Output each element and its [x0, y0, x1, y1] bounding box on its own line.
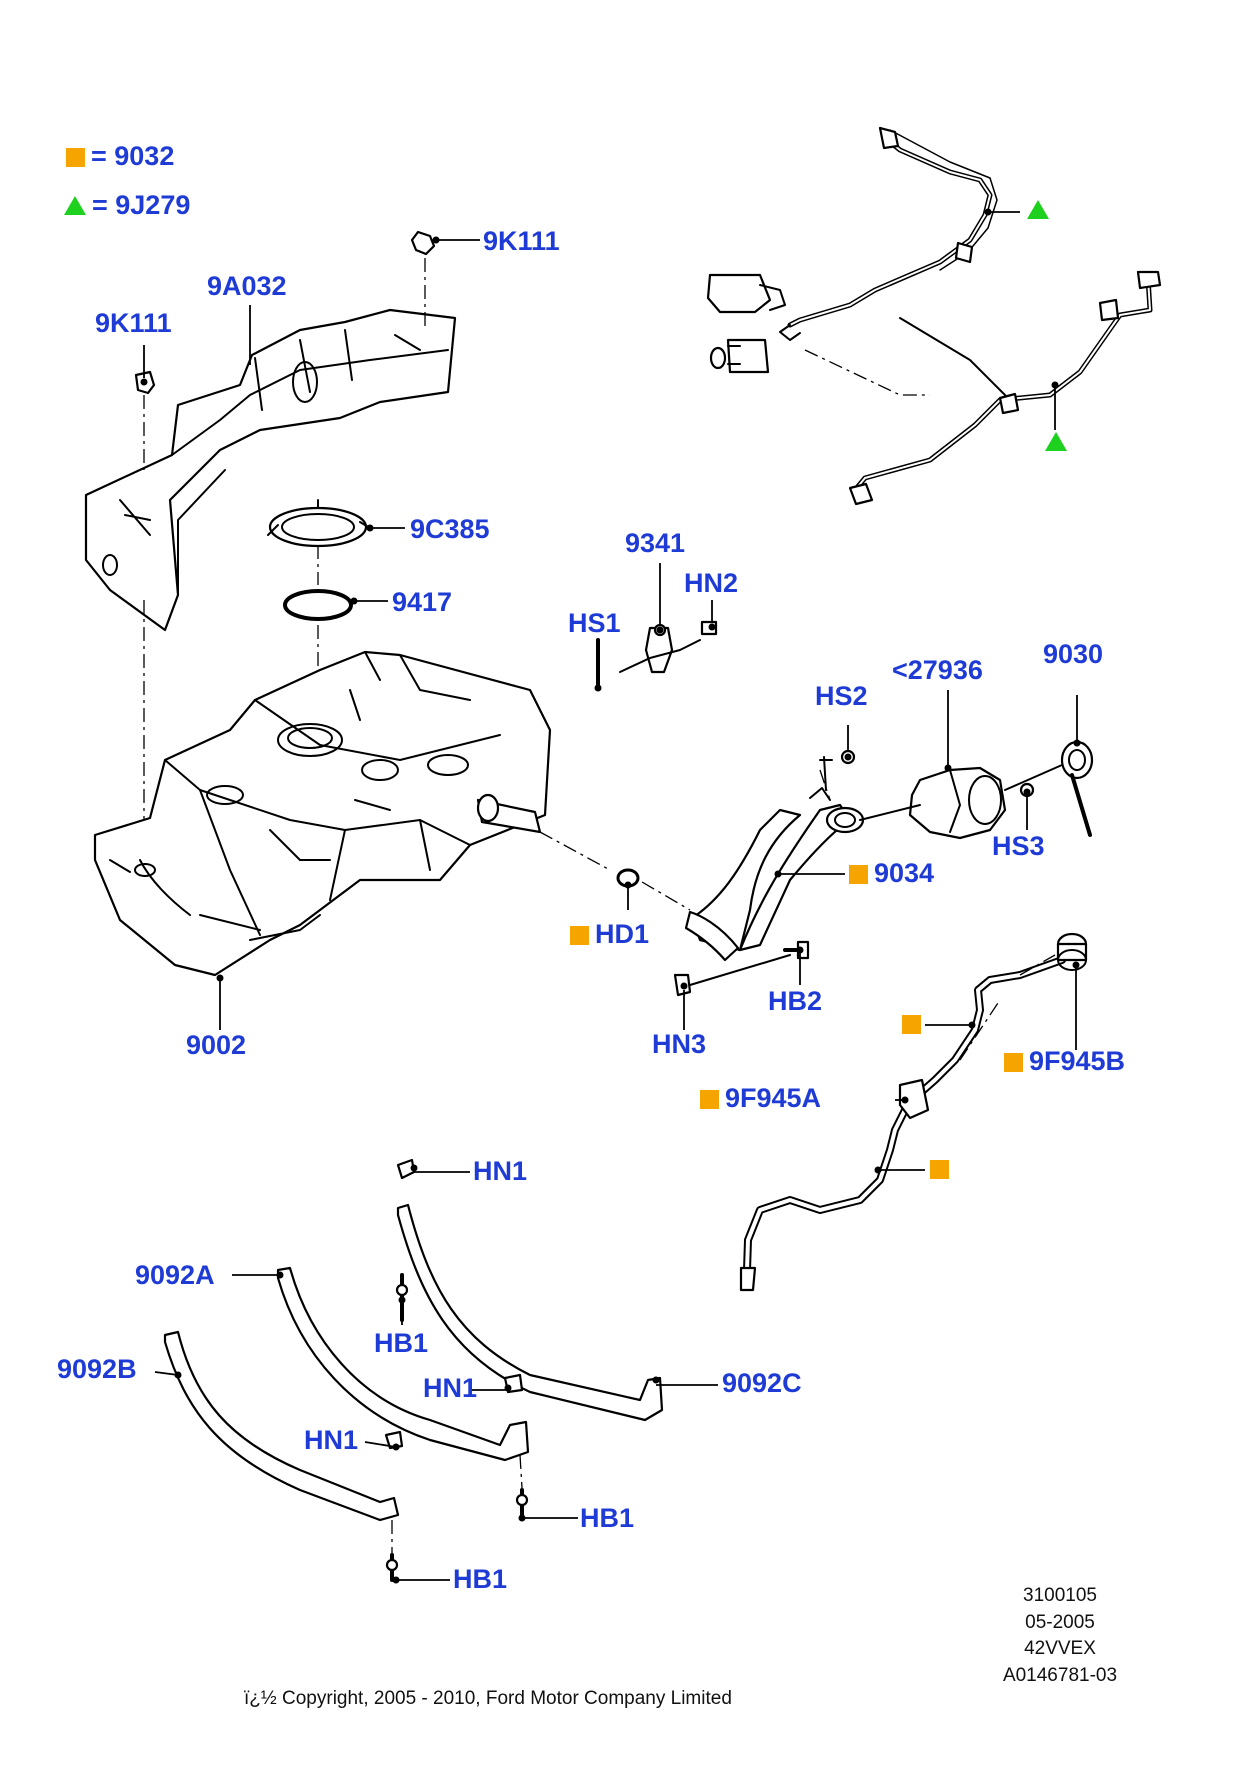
hose-clamp-hd1: [616, 868, 640, 889]
vapor-filter: [706, 273, 786, 374]
reference-codes: 3100105 05-2005 42VVEX A0146781-03: [990, 1583, 1130, 1689]
fuel-cap-9030: [1060, 739, 1094, 837]
label-9092b: 9092B: [57, 1354, 137, 1384]
label-hs2: HS2: [815, 681, 868, 711]
label-9002: 9002: [186, 1030, 247, 1060]
label-hn2: HN2: [684, 568, 739, 598]
nut-hn3: [673, 973, 692, 997]
filler-housing-27936: [908, 764, 1007, 840]
copyright-notice: ï¿½ Copyright, 2005 - 2010, Ford Motor C…: [244, 1688, 732, 1709]
label-hs1: HS1: [568, 608, 621, 638]
label-9417: 9417: [392, 587, 453, 617]
vapor-lines-9j279: [779, 126, 1162, 506]
label-hb1-a: HB1: [374, 1328, 429, 1358]
ref-line-2: 05-2005: [1025, 1611, 1095, 1633]
label-hs3: HS3: [992, 831, 1045, 861]
filler-pipe-9034: [684, 756, 865, 962]
label-hn1-b: HN1: [423, 1373, 478, 1403]
triangle-marker-1: [1027, 200, 1049, 219]
leader-lines: [143, 211, 1078, 1581]
triangle-marker-2: [1045, 432, 1067, 451]
square-marker-icon: [66, 148, 85, 167]
label-27936: <27936: [892, 655, 983, 685]
label-9092a: 9092A: [135, 1260, 215, 1290]
ref-line-1: 3100105: [1023, 1585, 1097, 1606]
label-9034: 9034: [849, 860, 934, 887]
square-marker-icon: [1004, 1053, 1023, 1072]
strap-9092b: [163, 1330, 404, 1584]
label-hn1-c: HN1: [304, 1425, 359, 1455]
square-marker-2: [930, 1160, 949, 1179]
ref-line-4: A0146781-03: [1002, 1664, 1118, 1686]
label-9341: 9341: [625, 528, 686, 558]
ref-line-3: 42VVEX: [1024, 1638, 1096, 1660]
label-9c385: 9C385: [410, 514, 490, 544]
legend-item-triangle: = 9J279: [64, 192, 190, 219]
label-9f945a: 9F945A: [700, 1085, 821, 1112]
clip-9k111-left: [134, 370, 156, 395]
label-hb1-b: HB1: [580, 1503, 635, 1533]
legend-item-square: = 9032: [66, 143, 174, 170]
square-marker-icon: [849, 865, 868, 884]
triangle-marker-icon: [64, 196, 86, 215]
square-marker-icon: [700, 1090, 719, 1109]
label-9k111-left: 9K111: [95, 308, 172, 338]
label-9092c: 9092C: [722, 1368, 802, 1398]
seal-9417: [283, 589, 358, 621]
vent-hoses-9f945: [739, 932, 1088, 1292]
clip-9k111-top: [410, 230, 440, 256]
fuel-tank-9002: [93, 650, 552, 982]
label-9a032: 9A032: [207, 271, 287, 301]
label-hn1-a: HN1: [473, 1156, 528, 1186]
label-9k111-top: 9K111: [483, 226, 560, 256]
label-hb2: HB2: [768, 986, 823, 1016]
heat-shield-9a032: [84, 308, 457, 632]
label-9030: 9030: [1043, 639, 1104, 669]
label-hn3: HN3: [652, 1029, 707, 1059]
label-9f945b: 9F945B: [1004, 1048, 1125, 1075]
label-hb1-c: HB1: [453, 1564, 508, 1594]
label-hd1: HD1: [570, 921, 649, 948]
square-marker-icon: [570, 926, 589, 945]
lock-ring-9c385: [267, 499, 374, 548]
square-marker-1: [902, 1015, 921, 1034]
